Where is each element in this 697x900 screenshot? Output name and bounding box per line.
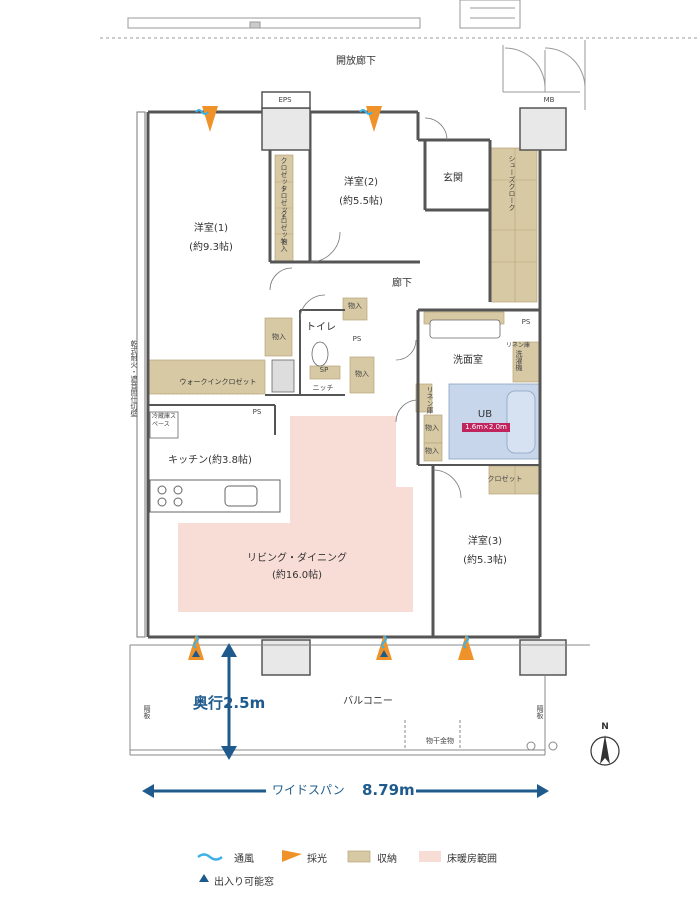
living-label: リビング・ダイニング (247, 553, 347, 564)
genkan-label: 玄関 (443, 173, 463, 184)
north-label: N (601, 722, 609, 732)
legend-storage: 収納 (377, 854, 397, 865)
drying-hardware-label: 物干金物 (426, 737, 454, 745)
legend-wind: 通風 (234, 854, 254, 865)
legend-swatches (197, 850, 441, 882)
north-compass (590, 735, 620, 766)
room3-label: 洋室(3) (467, 536, 503, 547)
washer-label: 洗濯機 (515, 350, 523, 371)
floor-heating-swatch (419, 851, 441, 862)
room3-size: (約5.3帖) (463, 555, 507, 566)
partition-label-left: 隔板 (143, 705, 151, 719)
balcony-label: バルコニー (343, 696, 393, 707)
ub-label: UB (477, 409, 493, 420)
toilet-label: トイレ (306, 322, 336, 333)
storage-swatch (347, 850, 371, 863)
closet-label-room3: クロゼット (487, 475, 523, 483)
ub-size-label: 1.6m×2.0m (465, 423, 507, 431)
eps-label: EPS (278, 96, 292, 104)
room2-label: 洋室(2) (343, 177, 379, 188)
storage-label-bath1: 物入 (425, 424, 439, 432)
niche-label: ニッチ (312, 384, 334, 392)
wind-icon (197, 853, 223, 861)
living-size: (約16.0帖) (271, 570, 323, 581)
room1-label: 洋室(1) (193, 223, 229, 234)
legend-light: 採光 (307, 854, 327, 865)
closet-label-c: クロゼット (280, 210, 288, 245)
walkin-closet-label: ウォークインクロゼット (179, 378, 257, 386)
depth-arrow (221, 643, 237, 760)
light-icon (282, 850, 302, 862)
legend-floor-heating: 床暖房範囲 (447, 854, 497, 865)
closet-label-b: クロゼット (280, 185, 288, 220)
storage-label-hall: 物入 (348, 302, 362, 310)
firewall-label: 乾式耐火・遮音間仕切壁 (130, 340, 138, 417)
ps-label-kitchen: PS (252, 408, 262, 416)
linen-label-side: リネン庫 (426, 386, 434, 414)
span-value: 8.79m (362, 781, 415, 799)
ps-label-wash: PS (521, 318, 531, 326)
open-corridor-label: 開放廊下 (336, 56, 376, 67)
balcony-outline (129, 644, 590, 756)
fridge-space-label: 冷蔵庫スペース (152, 413, 177, 428)
depth-label: 奥行2.5m (193, 694, 266, 712)
span-arrow (142, 784, 549, 798)
room2-size: (約5.5帖) (339, 196, 383, 207)
top-outline (100, 0, 697, 110)
partition-label-right: 隔板 (536, 705, 544, 719)
storage-label-room2: 物入 (280, 238, 288, 252)
shoes-cloak-label: シューズクローク (508, 155, 516, 211)
kitchen-label: キッチン(約3.8帖) (168, 455, 252, 466)
room1-size: (約9.3帖) (189, 242, 233, 253)
linen-label-top: リネン庫 (506, 342, 531, 349)
sp-label: SP (319, 366, 329, 374)
walls (146, 110, 542, 639)
doors (269, 117, 462, 499)
entry-window-icon (199, 874, 209, 882)
storage-label-bath2: 物入 (425, 447, 439, 455)
washroom-label: 洗面室 (453, 355, 483, 366)
kitchen-counter (149, 479, 281, 513)
storage-label-hall2: 物入 (355, 370, 369, 378)
legend-entry-window: 出入り可能窓 (214, 877, 274, 888)
window-markers (188, 106, 474, 660)
storage-label-left: 物入 (272, 333, 286, 341)
ps-label-toilet: PS (352, 335, 362, 343)
span-label: ワイドスパン (272, 783, 345, 797)
floor-heating-area (178, 416, 413, 612)
storage-areas (147, 147, 542, 495)
hallway-label: 廊下 (392, 278, 412, 289)
closet-label-a: クロゼット (280, 157, 288, 192)
mb-label: MB (543, 96, 555, 104)
